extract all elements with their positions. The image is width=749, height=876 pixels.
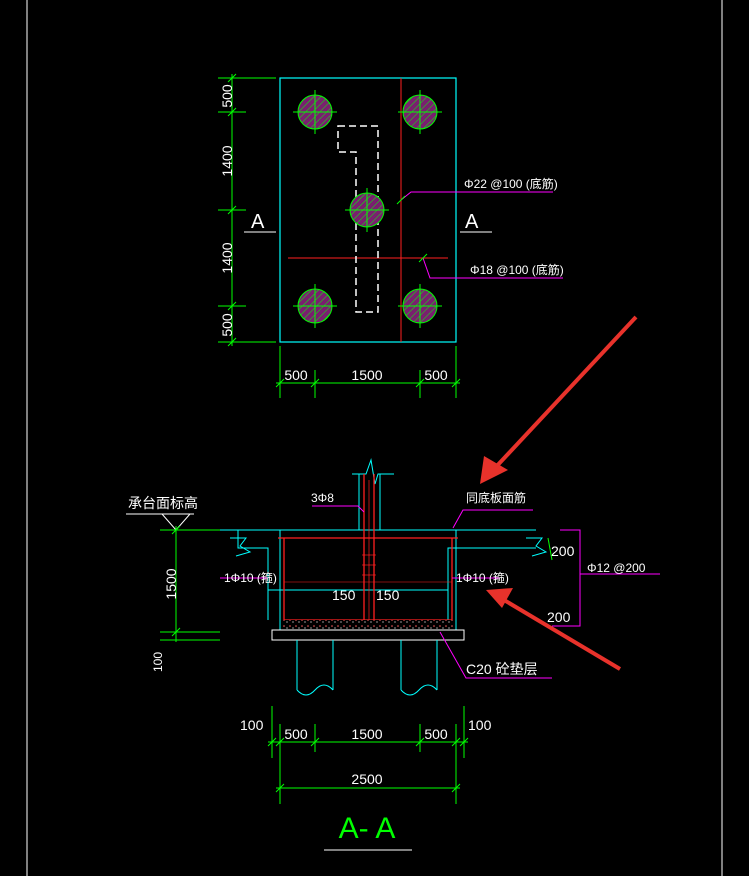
plan-dim-left-3: 500 xyxy=(219,313,235,337)
label-side-bars: Φ12 @200 xyxy=(587,561,646,575)
plan-dim-bottom-1: 1500 xyxy=(351,367,382,383)
drawing-frame xyxy=(26,0,723,876)
section-dim-side-right: 100 xyxy=(468,717,492,733)
red-arrow-lower xyxy=(486,588,622,671)
section-dim-side xyxy=(547,537,553,561)
label-left-stirrup: 1Φ10 (箍) xyxy=(224,570,277,585)
red-arrow-upper xyxy=(480,315,638,484)
pile-bottom-right xyxy=(398,284,442,328)
plan-dim-left xyxy=(218,73,276,347)
label-dim-200-bottom: 200 xyxy=(547,609,571,625)
section-piles xyxy=(296,640,438,696)
label-cushion: C20 砼垫层 xyxy=(466,661,538,677)
elevation-marker xyxy=(126,513,194,531)
section-pile-right xyxy=(400,640,438,696)
section-mark-right: A xyxy=(465,211,479,233)
plan-view: A A 500 1400 1400 500 xyxy=(218,73,564,398)
section-rebar xyxy=(278,474,458,621)
section-dim-total: 2500 xyxy=(351,771,382,787)
section-pile-left xyxy=(296,640,334,696)
plan-dim-bottom-0: 500 xyxy=(284,367,308,383)
section-leaders xyxy=(220,505,660,679)
label-top-rebar: Φ22 @100 (底筋) xyxy=(464,176,558,191)
cap-bottom-hatch xyxy=(282,620,454,629)
label-top-bars: 同底板面筋 xyxy=(466,490,526,505)
plan-column-dashed-outline xyxy=(337,125,379,313)
label-right-stirrup: 1Φ10 (箍) xyxy=(456,570,509,585)
annotation-arrows xyxy=(480,315,638,671)
plan-dim-left-0: 500 xyxy=(219,84,235,108)
plan-dim-bottom-2: 500 xyxy=(424,367,448,383)
label-elevation: 承台面标高 xyxy=(128,495,198,511)
break-symbols xyxy=(230,537,548,620)
section-mark-left: A xyxy=(251,211,265,233)
section-column xyxy=(352,458,394,530)
plan-piles xyxy=(293,90,442,328)
cushion-layer xyxy=(271,629,465,641)
section-dim-bottom xyxy=(267,706,469,804)
section-dim-bottom-0: 500 xyxy=(284,726,308,742)
label-column-bars: 3Φ8 xyxy=(311,491,334,505)
pile-bottom-left xyxy=(293,284,337,328)
plan-dim-bottom xyxy=(275,346,461,398)
plan-dim-left-2: 1400 xyxy=(219,242,235,273)
label-dim-150-left: 150 xyxy=(332,587,356,603)
section-dim-bottom-1: 1500 xyxy=(351,726,382,742)
label-bottom-rebar: Φ18 @100 (底筋) xyxy=(470,262,564,277)
pile-top-left xyxy=(293,90,337,134)
pile-center xyxy=(345,188,389,232)
plan-rebar-leaders xyxy=(396,191,563,279)
section-dim-height xyxy=(160,525,220,642)
section-dim-bottom-2: 500 xyxy=(424,726,448,742)
label-dim-150-right: 150 xyxy=(376,587,400,603)
section-title: A- A xyxy=(339,812,396,845)
plan-cap-outline xyxy=(279,77,457,343)
section-dim-side-left: 100 xyxy=(240,717,264,733)
section-dim-cushion-label: 100 xyxy=(151,652,165,672)
section-view: 承台面标高 1500 100 3Φ8 同底板面筋 1Φ10 (箍) xyxy=(126,458,660,851)
pile-top-right xyxy=(398,90,442,134)
section-cap-body xyxy=(279,529,457,631)
section-dim-height-label: 1500 xyxy=(163,568,179,599)
label-dim-200-top: 200 xyxy=(551,543,575,559)
plan-dim-left-1: 1400 xyxy=(219,145,235,176)
